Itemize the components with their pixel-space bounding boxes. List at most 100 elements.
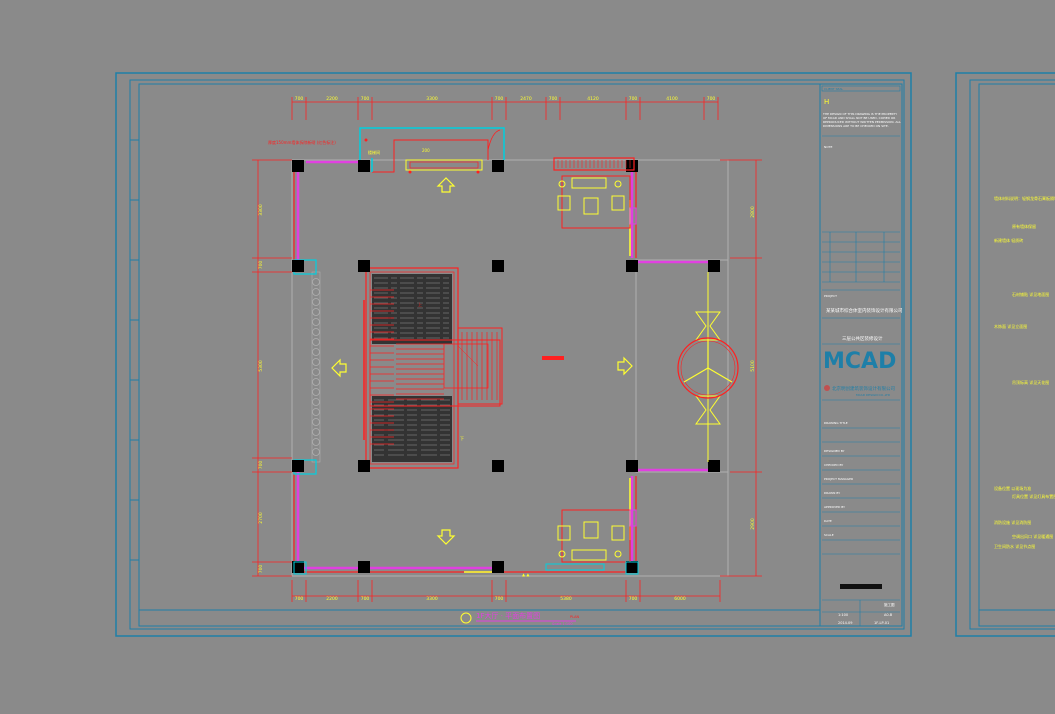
- dim-label: 5380: [560, 596, 572, 602]
- right-note: 新建墙体 轻质砖: [994, 237, 1023, 243]
- dim-bottom: [291, 580, 721, 602]
- tb-row: DRAWN BY: [824, 491, 840, 495]
- sheet-frame: [115, 72, 912, 637]
- dim-label: 2470: [520, 96, 532, 102]
- column: [492, 260, 504, 272]
- dim-label: 2800: [750, 206, 756, 218]
- dim-label: 2700: [258, 512, 264, 524]
- dim-label: 700: [361, 596, 370, 602]
- staircase: 上 下: [363, 267, 503, 469]
- dim-label: 3300: [426, 596, 438, 602]
- dim-label: 700: [629, 596, 638, 602]
- tb-row: DRAWING TITLE: [824, 421, 848, 425]
- tb-project-name: 某某城市综合体室内装饰设计有限公司: [826, 307, 903, 314]
- dim-label: 3300: [426, 96, 438, 102]
- column: [626, 160, 638, 172]
- tb-row: APPROVED BY: [824, 505, 845, 509]
- dim-label: 700: [295, 96, 304, 102]
- logo-dot-icon: [824, 385, 830, 391]
- tb-header: CLIENT SEAL: [824, 87, 843, 91]
- column: [292, 260, 304, 272]
- dim-label: 700: [495, 96, 504, 102]
- column: [626, 561, 638, 573]
- arrow-right-icon: [617, 356, 633, 376]
- right-sheet-notes: 墙体材料说明：轻钢龙骨石膏板隔墙 详见施工图原有墙体保留新建墙体 轻质砖石材铺贴…: [994, 195, 1055, 549]
- arrow-up-icon: [436, 177, 456, 193]
- column: [292, 460, 304, 472]
- column: [708, 260, 720, 272]
- tb-row: CHECKED BY: [824, 463, 843, 467]
- plan-title-block: 1F大厅 · 平面布置图 PLAN Scale 1:100: [460, 611, 580, 626]
- tb-company-cn: 北京明创建筑装饰设计有限公司: [832, 385, 895, 392]
- column: [358, 260, 370, 272]
- stair-up-label: 上: [418, 301, 422, 307]
- dim-label: 700: [258, 565, 264, 574]
- column: [358, 561, 370, 573]
- dim-label: 700: [258, 461, 264, 470]
- column: [358, 460, 370, 472]
- dim-label: 5100: [750, 360, 756, 372]
- dim-label: 700: [629, 96, 638, 102]
- dim-right: [720, 159, 762, 577]
- dim-label: 2200: [326, 596, 338, 602]
- dim-top: [291, 97, 719, 120]
- stair-dn-label: 下: [460, 436, 464, 441]
- floor-plan: 700 2200 700 3300 700 2470 700 4120 700 4100 700 7…: [252, 96, 762, 602]
- right-note: 灯具位置 详见灯具布置图: [1012, 493, 1055, 499]
- plan-title: 1F大厅 · 平面布置图: [476, 611, 540, 620]
- right-note: 石材铺贴 详见地面图: [1012, 291, 1049, 297]
- right-note: 木饰面 详见立面图: [994, 323, 1027, 329]
- top-room-label: 200: [422, 148, 430, 153]
- left-wall-ornaments: [312, 278, 320, 456]
- dim-left: [252, 159, 292, 577]
- dim-label: 700: [258, 261, 264, 270]
- dim-label: 700: [361, 96, 370, 102]
- plan-scale: Scale 1:100: [552, 622, 573, 626]
- tb-desc: THE DESIGN OF THIS DRAWING IS THE PROPER…: [823, 112, 901, 128]
- dim-label: 6000: [674, 596, 686, 602]
- arrow-down-icon: [436, 529, 456, 545]
- column: [492, 460, 504, 472]
- tb-footer-left: 1:100: [838, 613, 848, 617]
- tb-row: DATE: [824, 519, 832, 523]
- tb-black-bar: [840, 584, 882, 589]
- dim-label: 700: [549, 96, 558, 102]
- right-note: 设备位置 以现场为准: [994, 485, 1031, 491]
- center-marker: [542, 356, 564, 360]
- tb-row: PROJECT MANAGER: [824, 477, 853, 481]
- direction-arrows: [331, 177, 633, 545]
- tb-project-label: PROJECT: [824, 294, 837, 298]
- column: [358, 160, 370, 172]
- tb-note: NOTE: [824, 145, 832, 149]
- column: [292, 561, 304, 573]
- sheet-frame-2: [955, 72, 1055, 637]
- tb-company-en: MCAD DESIGN CO.,LTD: [856, 393, 891, 397]
- column: [626, 260, 638, 272]
- dim-label: 4100: [666, 96, 678, 102]
- tb-footer-right3: 1F-LP-01: [874, 621, 889, 625]
- top-room: 200 楼梯间 厚度150mm墙体拆除新砌 (红色标注): [268, 127, 505, 174]
- right-note: 原有墙体保留: [1012, 223, 1036, 229]
- tb-letter: H: [824, 98, 829, 106]
- tb-desc-wrap: THE DESIGN OF THIS DRAWING IS THE PROPER…: [823, 112, 901, 128]
- column: [708, 460, 720, 472]
- column: [626, 460, 638, 472]
- tb-footer-right: 施工图: [884, 602, 895, 607]
- dim-label: 4120: [587, 96, 599, 102]
- right-note: 墙体材料说明：轻钢龙骨石膏板隔墙 详见施工图: [994, 195, 1055, 201]
- walls-magenta: [296, 160, 710, 570]
- tb-row: SCALE: [824, 533, 834, 537]
- right-note: 吊顶标高 详见天花图: [1012, 379, 1049, 385]
- sofa-set-bottom: [545, 509, 637, 571]
- column: [292, 160, 304, 172]
- sofa-set-top: [553, 157, 637, 229]
- mcad-logo: MCAD: [823, 349, 896, 374]
- right-note: 消防设施 详见消防图: [994, 519, 1031, 525]
- tb-drawing-name: 三层公共区装修设计: [842, 335, 883, 342]
- dim-label: 5300: [258, 360, 264, 372]
- round-table: [677, 272, 739, 462]
- columns: [292, 160, 720, 573]
- dim-label: 700: [495, 596, 504, 602]
